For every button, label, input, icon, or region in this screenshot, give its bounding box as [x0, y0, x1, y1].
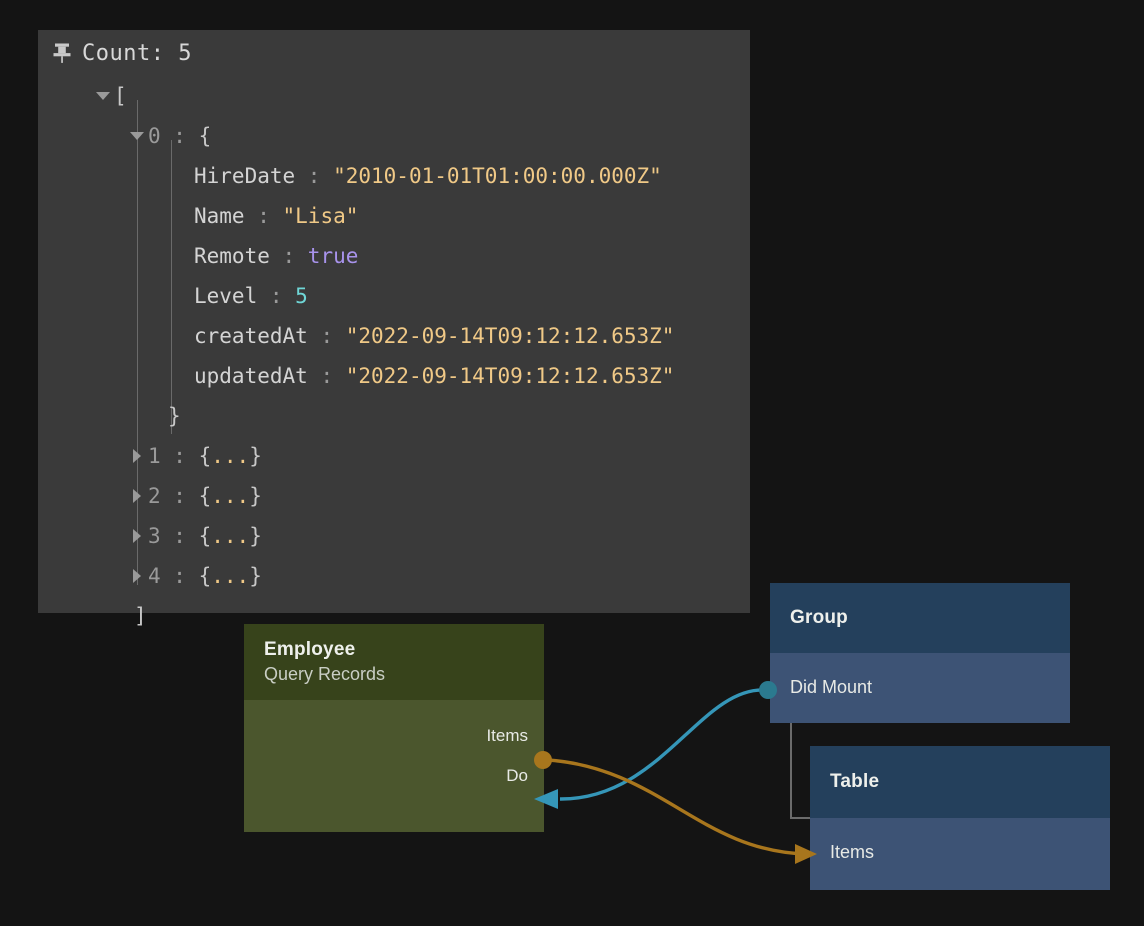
tree-row-item-3[interactable]: 3 : { ... } — [38, 516, 750, 556]
item-ellipsis-2: ... — [211, 476, 249, 516]
json-tree: [ 0 : { HireDate : "2010-01-01T01:00:00.… — [38, 76, 750, 636]
node-employee-body: Items Do — [244, 700, 544, 832]
node-group[interactable]: Group Did Mount — [770, 583, 1070, 723]
tree-row-prop-name[interactable]: Name : "Lisa" — [38, 196, 750, 236]
prop-sep-updatedat: : — [308, 356, 346, 396]
tree-row-prop-updatedat[interactable]: updatedAt : "2022-09-14T09:12:12.653Z" — [38, 356, 750, 396]
tree-row-array-open[interactable]: [ — [38, 76, 750, 116]
tree-row-item-4[interactable]: 4 : { ... } — [38, 556, 750, 596]
node-table[interactable]: Table Items — [810, 746, 1110, 890]
node-group-header: Group — [770, 583, 1070, 653]
prop-key-name: Name — [194, 196, 245, 236]
item-index-4: 4 — [148, 556, 161, 596]
item-open-brace-0: { — [199, 116, 212, 156]
twisty-collapsed-item-3[interactable] — [126, 516, 148, 556]
prop-sep-name: : — [245, 196, 283, 236]
node-employee-title: Employee — [264, 639, 544, 661]
item-sep-2: : — [161, 476, 199, 516]
prop-sep-createdat: : — [308, 316, 346, 356]
array-close-bracket: ] — [134, 596, 147, 636]
item-index-1: 1 — [148, 436, 161, 476]
prop-value-level: 5 — [295, 276, 308, 316]
pin-icon[interactable] — [52, 42, 72, 64]
array-open-bracket: [ — [114, 76, 127, 116]
prop-value-remote: true — [308, 236, 359, 276]
item-close-brace-2: } — [249, 476, 262, 516]
tree-row-prop-level[interactable]: Level : 5 — [38, 276, 750, 316]
node-table-body: Items — [810, 818, 1110, 890]
port-table-items[interactable]: Items — [830, 842, 874, 863]
prop-sep-level: : — [257, 276, 295, 316]
item-open-brace-2: { — [199, 476, 212, 516]
item-ellipsis-4: ... — [211, 556, 249, 596]
prop-key-createdat: createdAt — [194, 316, 308, 356]
tree-row-item-1[interactable]: 1 : { ... } — [38, 436, 750, 476]
edge-did-mount-to-do — [560, 690, 764, 799]
edge-items-to-items — [548, 760, 806, 854]
tree-row-item-0-close: } — [38, 396, 750, 436]
count-label: Count: 5 — [82, 41, 192, 66]
item-close-brace-3: } — [249, 516, 262, 556]
node-group-title: Group — [790, 607, 1070, 629]
item-ellipsis-1: ... — [211, 436, 249, 476]
tree-row-prop-remote[interactable]: Remote : true — [38, 236, 750, 276]
twisty-collapsed-item-1[interactable] — [126, 436, 148, 476]
node-employee[interactable]: Employee Query Records Items Do — [244, 624, 544, 832]
json-inspector-panel: Count: 5 [ 0 : { HireDate : "2010-01-01T… — [38, 30, 750, 613]
prop-key-remote: Remote — [194, 236, 270, 276]
item-open-brace-1: { — [199, 436, 212, 476]
prop-value-createdat: "2022-09-14T09:12:12.653Z" — [346, 316, 675, 356]
item-index-0: 0 — [148, 116, 161, 156]
item-open-brace-3: { — [199, 516, 212, 556]
prop-sep-remote: : — [270, 236, 308, 276]
tree-row-item-2[interactable]: 2 : { ... } — [38, 476, 750, 516]
item-sep-0: : — [161, 116, 199, 156]
twisty-expanded-item-0[interactable] — [126, 116, 148, 156]
item-sep-4: : — [161, 556, 199, 596]
tree-row-prop-createdat[interactable]: createdAt : "2022-09-14T09:12:12.653Z" — [38, 316, 750, 356]
node-employee-header: Employee Query Records — [244, 624, 544, 700]
port-group-did-mount[interactable]: Did Mount — [790, 677, 872, 698]
prop-value-hiredate: "2010-01-01T01:00:00.000Z" — [333, 156, 662, 196]
item-close-brace-1: } — [249, 436, 262, 476]
twisty-expanded-root[interactable] — [92, 76, 114, 116]
item-open-brace-4: { — [199, 556, 212, 596]
node-employee-subtitle: Query Records — [264, 664, 544, 685]
item-ellipsis-3: ... — [211, 516, 249, 556]
twisty-collapsed-item-4[interactable] — [126, 556, 148, 596]
tree-row-item-0[interactable]: 0 : { — [38, 116, 750, 156]
item-close-brace-4: } — [249, 556, 262, 596]
prop-value-updatedat: "2022-09-14T09:12:12.653Z" — [346, 356, 675, 396]
node-group-body: Did Mount — [770, 653, 1070, 723]
item-close-brace-0: } — [168, 396, 181, 436]
prop-value-name: "Lisa" — [283, 196, 359, 236]
port-employee-items[interactable]: Items — [486, 726, 528, 746]
item-index-2: 2 — [148, 476, 161, 516]
inspector-header: Count: 5 — [38, 30, 750, 76]
prop-key-hiredate: HireDate — [194, 156, 295, 196]
item-index-3: 3 — [148, 516, 161, 556]
item-sep-3: : — [161, 516, 199, 556]
prop-key-level: Level — [194, 276, 257, 316]
prop-key-updatedat: updatedAt — [194, 356, 308, 396]
twisty-collapsed-item-2[interactable] — [126, 476, 148, 516]
port-employee-do[interactable]: Do — [506, 766, 528, 786]
node-table-header: Table — [810, 746, 1110, 818]
item-sep-1: : — [161, 436, 199, 476]
node-table-title: Table — [830, 771, 1110, 793]
prop-sep-hiredate: : — [295, 156, 333, 196]
tree-row-prop-hiredate[interactable]: HireDate : "2010-01-01T01:00:00.000Z" — [38, 156, 750, 196]
